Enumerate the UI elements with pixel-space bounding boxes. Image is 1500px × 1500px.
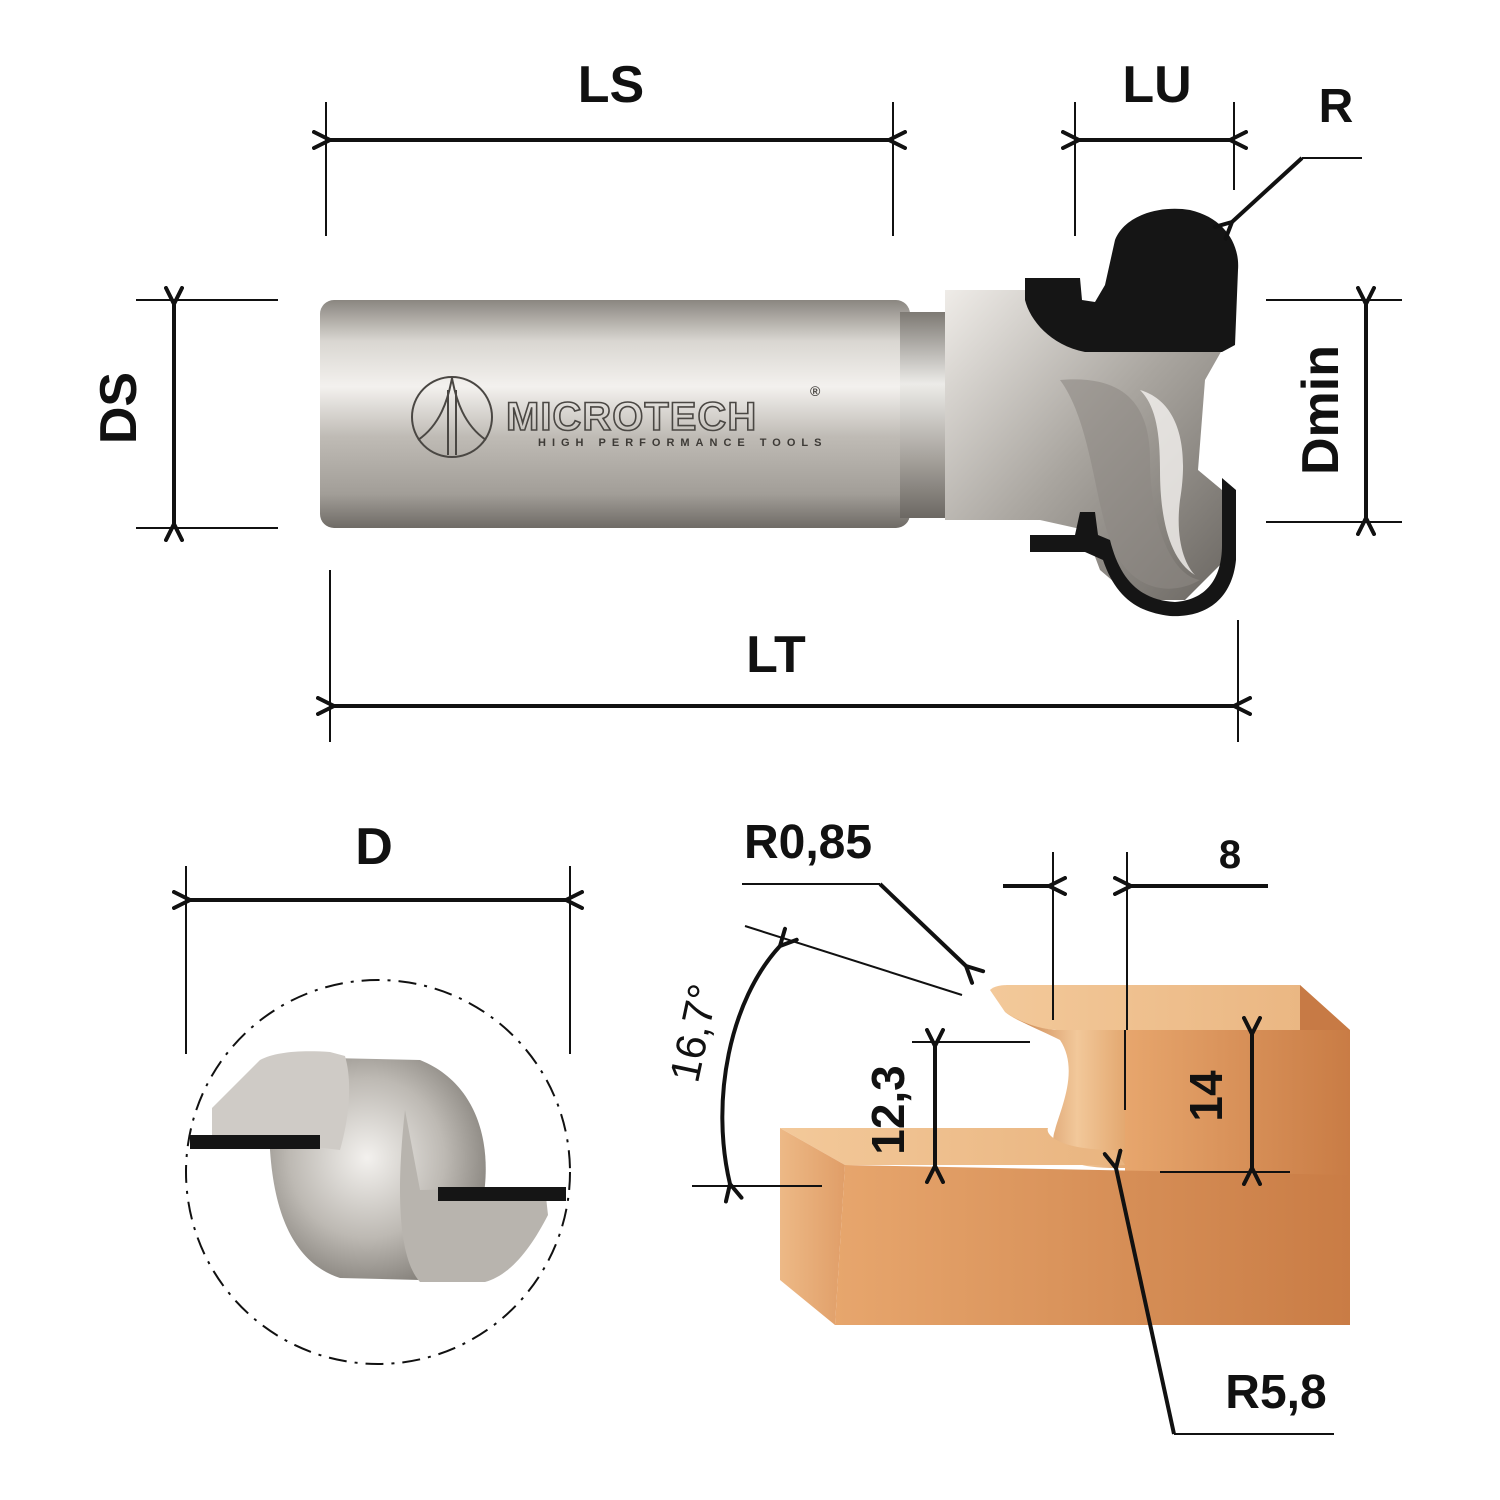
- dimension-r: R: [1212, 80, 1362, 241]
- label-lu: LU: [1122, 56, 1191, 114]
- label-ls: LS: [578, 56, 644, 114]
- dimension-lt: LT: [316, 570, 1252, 742]
- dimension-ls: LS: [312, 56, 907, 236]
- label-eight: 8: [1219, 833, 1241, 877]
- wood-top-right: [990, 985, 1350, 1030]
- label-d: D: [355, 818, 393, 876]
- end-left-insert: [190, 1135, 320, 1149]
- brand-name: MICROTECH: [506, 395, 757, 439]
- wood-top-lower: [780, 1128, 1125, 1165]
- top-insert: [1025, 208, 1239, 352]
- tool-side-view: MICROTECH ® HIGH PERFORMANCE TOOLS: [320, 208, 1239, 617]
- dimension-dmin: Dmin: [1266, 286, 1402, 536]
- label-dmin: Dmin: [1292, 345, 1350, 475]
- brand-registered: ®: [810, 383, 821, 399]
- label-r085: R0,85: [744, 816, 872, 869]
- head-highlight: [1140, 390, 1195, 575]
- wood-profile-view: [780, 985, 1350, 1325]
- label-lt: LT: [746, 626, 806, 684]
- label-h14: 14: [1180, 1070, 1232, 1122]
- dimension-ds: DS: [90, 286, 278, 542]
- label-h123: 12,3: [862, 1065, 914, 1155]
- brand-logo: MICROTECH ® HIGH PERFORMANCE TOOLS: [411, 376, 827, 458]
- shank: [320, 300, 910, 528]
- neck: [900, 312, 945, 518]
- wood-front-upper: [1125, 1030, 1350, 1175]
- label-ds: DS: [90, 372, 148, 444]
- wood-groove: [1005, 1012, 1125, 1168]
- end-right-insert: [438, 1187, 566, 1201]
- dimension-8: 8: [1003, 833, 1268, 1030]
- dimension-r085: R0,85: [742, 816, 986, 985]
- dimension-h14: 14: [1160, 1016, 1290, 1186]
- dimension-r58: R5,8: [1102, 1148, 1334, 1435]
- end-left-flute: [212, 1051, 350, 1150]
- dimension-d: D: [172, 818, 584, 1054]
- tool-end-view: [185, 979, 571, 1365]
- wood-front-lower: [835, 1165, 1350, 1325]
- label-angle: 16,7°: [661, 980, 727, 1086]
- bottom-insert: [1030, 478, 1236, 617]
- label-r58: R5,8: [1225, 1366, 1326, 1419]
- head-profile-shade: [1060, 379, 1200, 589]
- cut-diameter-circle: [185, 979, 571, 1365]
- dimension-lu: LU: [1061, 56, 1248, 236]
- dimension-h123: 12,3: [862, 1028, 1030, 1184]
- brand-tagline: HIGH PERFORMANCE TOOLS: [538, 437, 827, 449]
- label-r: R: [1319, 80, 1354, 133]
